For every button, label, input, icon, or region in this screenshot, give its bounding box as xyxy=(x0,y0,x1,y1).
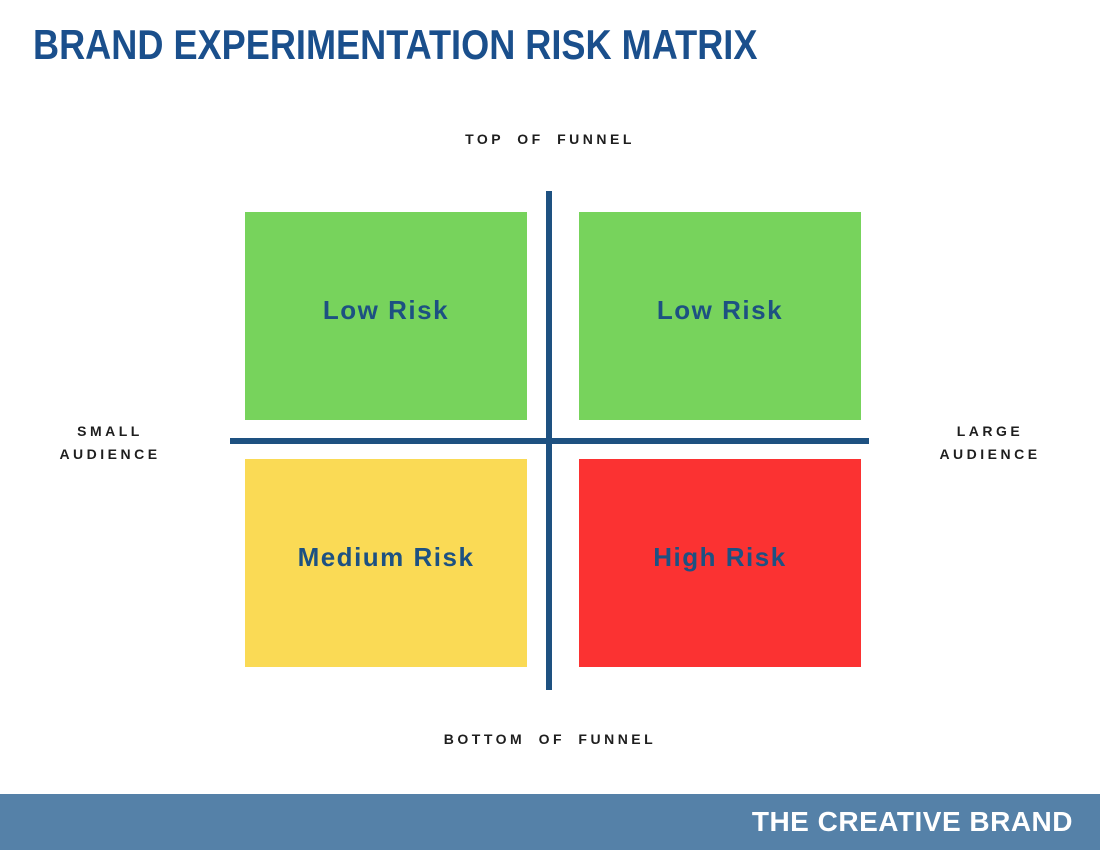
axis-label-small-audience: SMALL AUDIENCE xyxy=(59,423,161,462)
axis-label-large-audience: LARGE AUDIENCE xyxy=(939,423,1041,462)
quadrant-bottom-right-high-risk: High Risk xyxy=(579,459,861,667)
page-title-text: BRAND EXPERIMENTATION RISK MATRIX xyxy=(33,21,758,68)
axis-label-bottom-of-funnel: BOTTOM OF FUNNEL xyxy=(443,731,657,747)
quadrant-label: Low Risk xyxy=(322,294,450,325)
axis-label-top-of-funnel: TOP OF FUNNEL xyxy=(465,131,635,147)
brand-name: THE CREATIVE BRAND xyxy=(751,806,1073,837)
quadrant-top-right-low-risk: Low Risk xyxy=(579,212,861,420)
quadrant-label: Medium Risk xyxy=(297,541,475,572)
quadrant-top-left-low-risk: Low Risk xyxy=(245,212,527,420)
quadrant-label: High Risk xyxy=(653,541,787,572)
page-title: BRAND EXPERIMENTATION RISK MATRIX xyxy=(33,20,875,70)
footer-bar: THE CREATIVE BRAND xyxy=(0,794,1100,850)
quadrant-bottom-left-medium-risk: Medium Risk xyxy=(245,459,527,667)
quadrant-label: Low Risk xyxy=(656,294,784,325)
horizontal-axis-line xyxy=(230,438,869,444)
